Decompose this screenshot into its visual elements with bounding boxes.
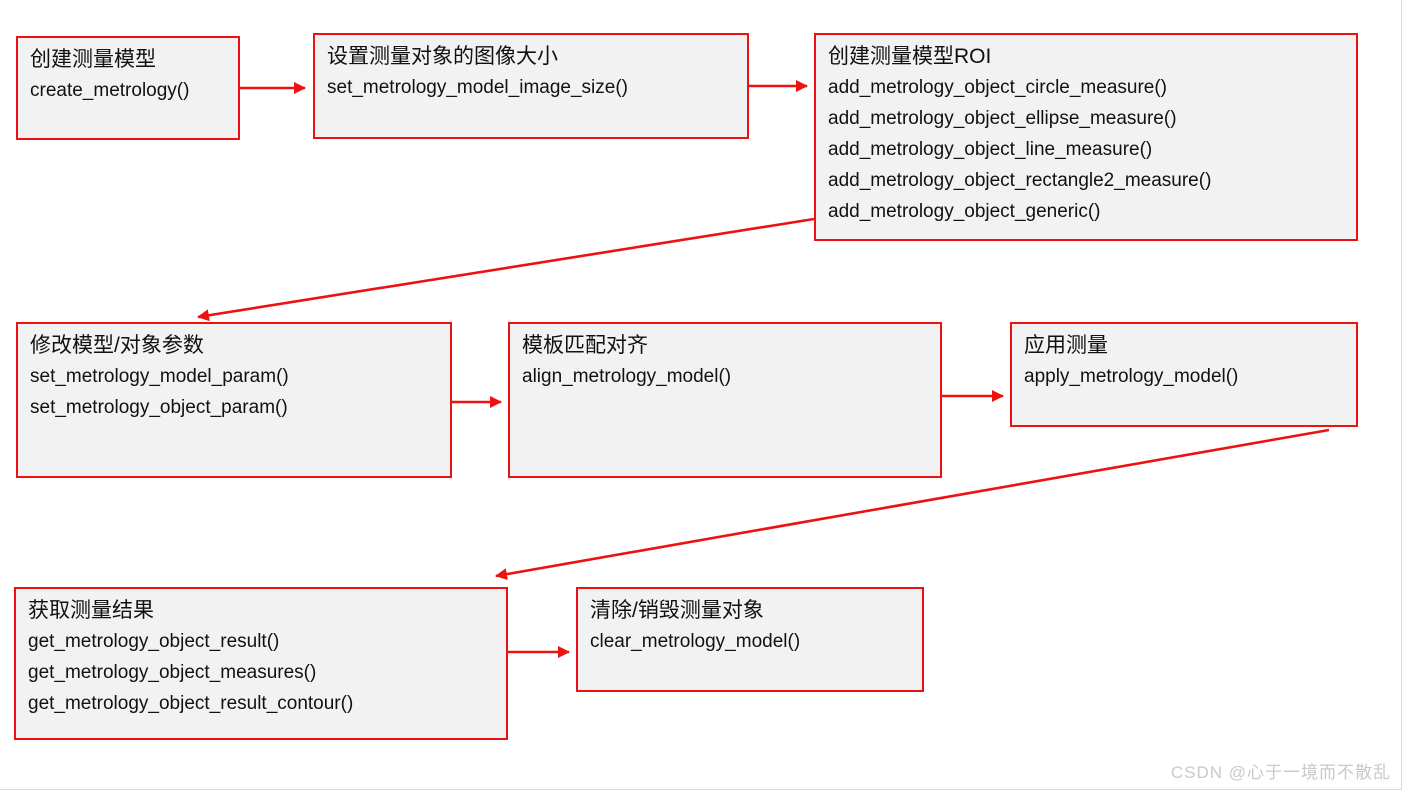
box-title: 清除/销毁测量对象 — [590, 599, 764, 622]
box-title: 创建测量模型ROI — [828, 45, 992, 68]
box-title: 获取测量结果 — [28, 599, 154, 622]
function-name: set_metrology_object_param() — [30, 397, 288, 418]
function-name: add_metrology_object_line_measure() — [828, 139, 1153, 160]
function-name: set_metrology_model_param() — [30, 366, 289, 387]
function-name: align_metrology_model() — [522, 366, 732, 387]
function-name: add_metrology_object_rectangle2_measure(… — [828, 170, 1212, 191]
function-name: get_metrology_object_result() — [28, 631, 280, 652]
flow-box-template-align: 模板匹配对齐 align_metrology_model() — [508, 322, 942, 478]
box-title: 创建测量模型 — [30, 48, 156, 71]
function-name: add_metrology_object_generic() — [828, 201, 1101, 222]
flow-box-get-results: 获取测量结果 get_metrology_object_result() get… — [14, 587, 508, 740]
function-name: create_metrology() — [30, 80, 190, 101]
flow-box-set-image-size: 设置测量对象的图像大小 set_metrology_model_image_si… — [313, 33, 749, 139]
function-name: add_metrology_object_ellipse_measure() — [828, 108, 1177, 129]
flow-box-create-roi: 创建测量模型ROI add_metrology_object_circle_me… — [814, 33, 1358, 241]
function-name: add_metrology_object_circle_measure() — [828, 77, 1168, 98]
function-name: set_metrology_model_image_size() — [327, 77, 628, 98]
function-name: get_metrology_object_result_contour() — [28, 693, 354, 714]
function-name: clear_metrology_model() — [590, 631, 801, 652]
box-title: 修改模型/对象参数 — [30, 334, 204, 357]
flow-box-create-model: 创建测量模型 create_metrology() — [16, 36, 240, 140]
box-title: 模板匹配对齐 — [522, 334, 648, 357]
flow-box-apply-measure: 应用测量 apply_metrology_model() — [1010, 322, 1358, 427]
box-title: 应用测量 — [1024, 334, 1108, 357]
box-title: 设置测量对象的图像大小 — [327, 45, 558, 68]
function-name: apply_metrology_model() — [1024, 366, 1239, 387]
function-name: get_metrology_object_measures() — [28, 662, 317, 683]
flow-box-modify-params: 修改模型/对象参数 set_metrology_model_param() se… — [16, 322, 452, 478]
flow-box-clear-model: 清除/销毁测量对象 clear_metrology_model() — [576, 587, 924, 692]
arrow-roi-to-param — [197, 217, 815, 322]
csdn-watermark: CSDN @心于一境而不散乱 — [1170, 763, 1391, 782]
